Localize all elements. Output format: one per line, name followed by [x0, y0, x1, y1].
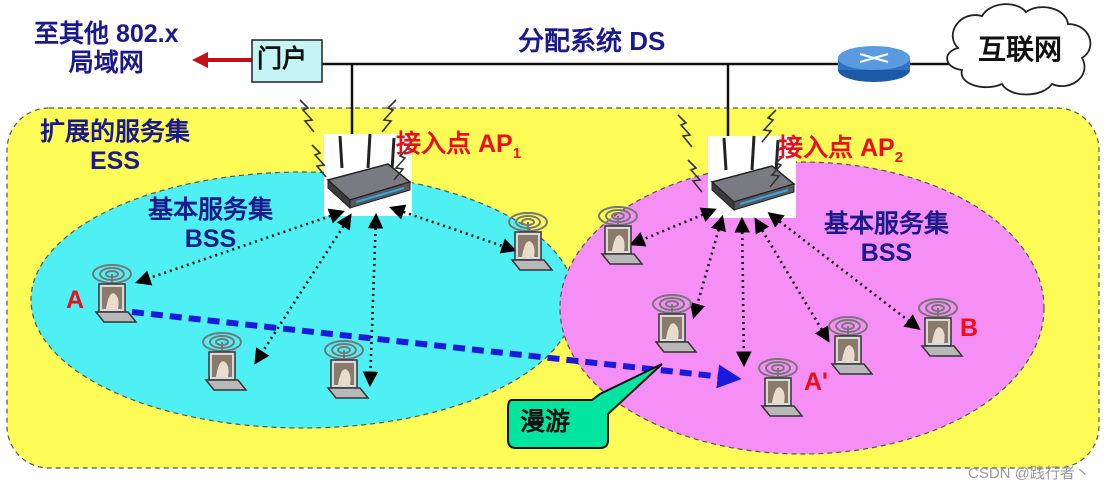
ds-title: 分配系统 DS	[518, 26, 666, 56]
internet-cloud-icon	[946, 3, 1092, 96]
station-a-prime-label: A'	[804, 368, 828, 396]
bss-right-line2: BSS	[860, 239, 913, 267]
ap2-label-text: 接入点 AP	[778, 134, 895, 162]
ess-label-line1: 扩展的服务集	[40, 118, 191, 146]
bss-left-line2: BSS	[184, 225, 237, 253]
roaming-label: 漫游	[520, 408, 571, 436]
roaming-path	[131, 309, 742, 389]
internet-router-icon	[838, 46, 910, 82]
ap1-label: 接入点 AP1	[396, 130, 522, 162]
ap1-label-sub: 1	[512, 145, 522, 162]
bss-right-label: 基本服务集 BSS	[824, 212, 949, 266]
bss-right-line1: 基本服务集	[824, 210, 950, 238]
station-a-label: A	[66, 286, 85, 314]
ess-label-line2: ESS	[89, 147, 141, 175]
other-lan-line1: 至其他 802.x	[34, 20, 179, 48]
ap1-label-text: 接入点 AP	[396, 130, 513, 158]
station-b-label: B	[960, 314, 979, 342]
portal-box	[251, 39, 323, 83]
watermark: CSDN @践行者丶	[968, 465, 1090, 482]
other-lan-line2: 局域网	[68, 49, 144, 77]
portal-label: 门户	[257, 45, 308, 73]
other-lan-label: 至其他 802.x 局域网	[34, 22, 179, 76]
bss-right-region	[559, 161, 1045, 455]
association-links	[135, 204, 921, 388]
bss-left-line1: 基本服务集	[148, 196, 274, 224]
ess-label: 扩展的服务集 ESS	[40, 120, 190, 174]
internet-label: 互联网	[978, 34, 1063, 65]
ap2-label: 接入点 AP2	[778, 134, 904, 166]
roaming-callout	[507, 363, 663, 449]
portal-arrowhead	[192, 52, 208, 68]
bss-left-label: 基本服务集 BSS	[148, 198, 273, 252]
ap2-label-sub: 2	[894, 149, 904, 166]
